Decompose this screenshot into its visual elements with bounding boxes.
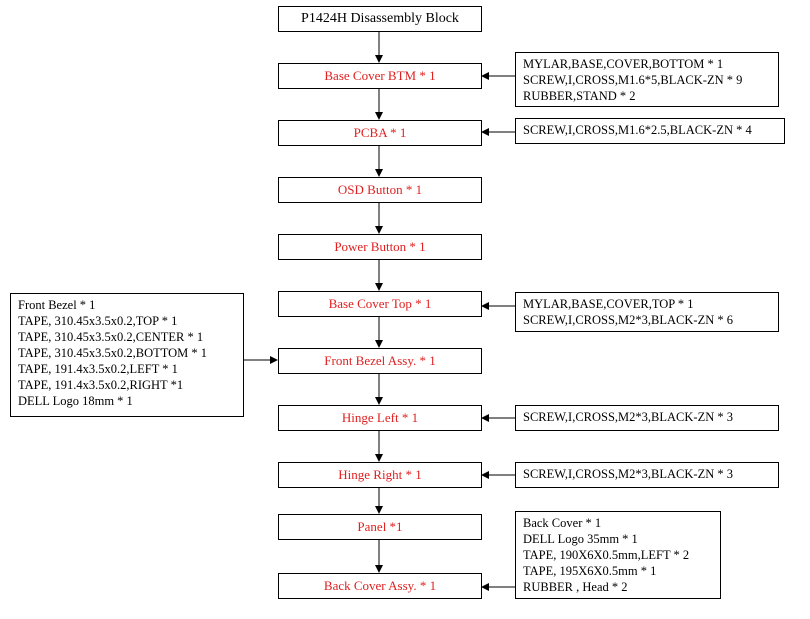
part-line: SCREW,I,CROSS,M2*3,BLACK-ZN * 3 xyxy=(523,467,733,481)
part-line: MYLAR,BASE,COVER,TOP * 1 xyxy=(523,297,694,311)
part-line: SCREW,I,CROSS,M2*3,BLACK-ZN * 6 xyxy=(523,313,733,327)
part-line: TAPE, 191.4x3.5x0.2,RIGHT *1 xyxy=(18,378,184,392)
part-line: DELL Logo 18mm * 1 xyxy=(18,394,133,408)
part-line: SCREW,I,CROSS,M1.6*5,BLACK-ZN * 9 xyxy=(523,73,743,87)
part-line: RUBBER , Head * 2 xyxy=(523,580,628,594)
parts-hinge-left: SCREW,I,CROSS,M2*3,BLACK-ZN * 3 xyxy=(515,405,779,431)
parts-pcba: SCREW,I,CROSS,M1.6*2.5,BLACK-ZN * 4 xyxy=(515,118,785,144)
part-line: TAPE, 191.4x3.5x0.2,LEFT * 1 xyxy=(18,362,178,376)
diagram-title: P1424H Disassembly Block xyxy=(278,6,482,32)
part-line: SCREW,I,CROSS,M2*3,BLACK-ZN * 3 xyxy=(523,410,733,424)
step-back-cover-assy: Back Cover Assy. * 1 xyxy=(278,573,482,599)
part-line: Front Bezel * 1 xyxy=(18,298,96,312)
part-line: DELL Logo 35mm * 1 xyxy=(523,532,638,546)
part-line: TAPE, 310.45x3.5x0.2,TOP * 1 xyxy=(18,314,178,328)
part-line: SCREW,I,CROSS,M1.6*2.5,BLACK-ZN * 4 xyxy=(523,123,752,137)
step-base-cover-btm: Base Cover BTM * 1 xyxy=(278,63,482,89)
part-line: RUBBER,STAND * 2 xyxy=(523,89,636,103)
step-power-button: Power Button * 1 xyxy=(278,234,482,260)
part-line: TAPE, 195X6X0.5mm * 1 xyxy=(523,564,657,578)
part-line: Back Cover * 1 xyxy=(523,516,602,530)
parts-hinge-right: SCREW,I,CROSS,M2*3,BLACK-ZN * 3 xyxy=(515,462,779,488)
part-line: MYLAR,BASE,COVER,BOTTOM * 1 xyxy=(523,57,724,71)
parts-base-cover-btm: MYLAR,BASE,COVER,BOTTOM * 1 SCREW,I,CROS… xyxy=(515,52,779,107)
step-pcba: PCBA * 1 xyxy=(278,120,482,146)
part-line: TAPE, 310.45x3.5x0.2,BOTTOM * 1 xyxy=(18,346,208,360)
step-hinge-right: Hinge Right * 1 xyxy=(278,462,482,488)
part-line: TAPE, 310.45x3.5x0.2,CENTER * 1 xyxy=(18,330,204,344)
parts-back-cover: Back Cover * 1 DELL Logo 35mm * 1 TAPE, … xyxy=(515,511,721,599)
part-line: TAPE, 190X6X0.5mm,LEFT * 2 xyxy=(523,548,690,562)
step-hinge-left: Hinge Left * 1 xyxy=(278,405,482,431)
parts-front-bezel: Front Bezel * 1 TAPE, 310.45x3.5x0.2,TOP… xyxy=(10,293,244,417)
parts-base-cover-top: MYLAR,BASE,COVER,TOP * 1 SCREW,I,CROSS,M… xyxy=(515,292,779,332)
step-panel: Panel *1 xyxy=(278,514,482,540)
step-osd-button: OSD Button * 1 xyxy=(278,177,482,203)
step-front-bezel-assy: Front Bezel Assy. * 1 xyxy=(278,348,482,374)
step-base-cover-top: Base Cover Top * 1 xyxy=(278,291,482,317)
